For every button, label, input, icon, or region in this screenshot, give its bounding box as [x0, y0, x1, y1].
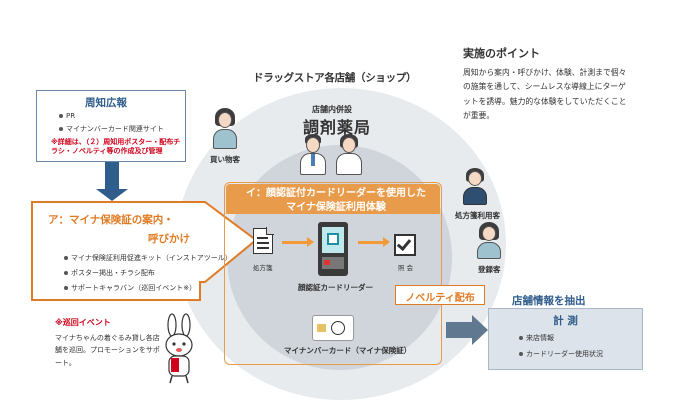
right-arrow-icon [446, 322, 474, 338]
promo-item: サポートキャラバン（巡回イベント※） [64, 283, 196, 293]
pharmacist-figure-2 [334, 134, 364, 176]
store-title: ドラッグストア各店舗（ショップ） [253, 72, 417, 84]
mascot-rabbit-icon [165, 313, 193, 384]
extract-title: 店舗情報を抽出 [512, 295, 586, 307]
bullet-icon [59, 127, 63, 131]
bullet-icon [59, 114, 63, 118]
promo-title-line2: 呼びかけ [148, 233, 190, 245]
tour-event-body: マイナちゃんの着ぐるみ貸し各店舗を巡回。プロモーションをサポート。 [55, 334, 160, 367]
registered-customer-label: 登録客 [478, 265, 501, 274]
measurement-item: カードリーダー使用状況 [519, 349, 603, 359]
bullet-icon [519, 336, 523, 340]
registered-customer-figure [474, 222, 504, 260]
my-number-card-icon [312, 315, 354, 341]
novelty-badge: ノベルティ配布 [395, 285, 485, 305]
measurement-item: 来店情報 [519, 333, 554, 343]
card-reader-label: 顔認証カードリーダー [298, 283, 373, 292]
notice-item: マイナンバーカード関連サイト [59, 124, 164, 134]
promo-item: ポスター掲出・チラシ配布 [64, 268, 155, 278]
pharmacy-subtitle: 店舗内併設 [312, 105, 352, 114]
prescription-label: 処方箋 [253, 264, 273, 272]
arrow-right-icon [358, 237, 390, 247]
arrow-right-icon [282, 237, 314, 247]
right-arrow-head-icon [472, 315, 488, 345]
notice-box: 周知広報 PR マイナンバーカード関連サイト ※詳細は、（２）周知用ポスター・配… [36, 90, 186, 162]
key-points-title: 実施のポイント [463, 47, 540, 60]
promo-callout-shape [31, 201, 258, 301]
notice-item: PR [59, 112, 75, 120]
promo-item: マイナ保険証利用促進キット（インストアツール） [64, 253, 232, 263]
bullet-icon [64, 256, 68, 260]
prescription-user-label: 処方箋利用客 [455, 211, 500, 220]
pharmacy-title: 調剤薬局 [303, 118, 372, 137]
key-points-body: 周知から案内・呼びかけ、体験、計測まで個々の施策を通して、シームレスな導線上にタ… [463, 68, 627, 121]
bullet-icon [519, 352, 523, 356]
prescription-document-icon [253, 227, 274, 254]
experience-title: イ：顔認証付カードリーダーを使用した マイナ保険証利用体験 [246, 188, 426, 213]
measurement-box: 計 測 来店情報 カードリーダー使用状況 [488, 308, 643, 370]
experience-box [224, 182, 442, 365]
bullet-icon [64, 271, 68, 275]
pharmacist-figure-1 [298, 134, 328, 176]
shopper-label: 買い物客 [210, 155, 240, 164]
down-arrow-head-icon [96, 189, 128, 201]
experience-title-bar [226, 184, 440, 214]
promo-title-line1: ア：マイナ保険証の案内・ [48, 214, 174, 226]
shopper-figure [210, 108, 240, 150]
down-arrow-icon [105, 162, 119, 190]
bullet-icon [64, 286, 68, 290]
checkbox-check-icon [394, 234, 416, 256]
prescription-user-figure [460, 168, 490, 206]
my-number-card-label: マイナンバーカード（マイナ保険証） [284, 346, 412, 355]
notice-note: ※詳細は、（２）周知用ポスター・配布チラシ・ノベルティ等の作成及び管理 [51, 138, 181, 156]
measurement-title: 計 測 [553, 315, 578, 327]
notice-title: 周知広報 [85, 97, 127, 109]
tour-event-title: ※巡回イベント [55, 318, 111, 327]
verification-label: 照 会 [398, 264, 414, 272]
face-recognition-card-reader-icon [318, 222, 348, 276]
